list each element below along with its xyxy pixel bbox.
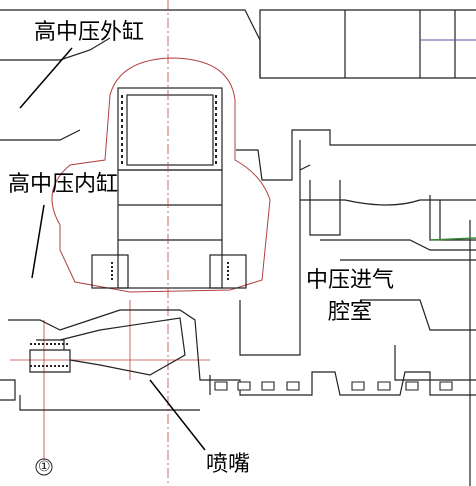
label-hp-ip-outer-casing: 高中压外缸: [34, 19, 145, 44]
nozzle-chamber: [0, 309, 476, 411]
section-mark-circle: [35, 458, 53, 476]
upper-structure: [0, 9, 476, 141]
label-nozzle: 喷嘴: [206, 451, 251, 476]
label-ip-inlet-chamber-line1: 中压进气: [306, 267, 395, 292]
label-ip-inlet-chamber-line2: 腔室: [328, 299, 373, 324]
nozzle-hatching: [30, 343, 70, 367]
centerlines: [10, 0, 210, 486]
inner-casing-stack: [91, 87, 247, 289]
nozzle-blades: [214, 381, 453, 391]
bolt-hatching: [111, 95, 229, 282]
label-section-mark: ①: [38, 458, 51, 474]
right-casing-body: [236, 129, 476, 486]
outer-casing-boundary: [51, 57, 271, 293]
green-detail: [429, 237, 476, 241]
label-hp-ip-inner-casing: 高中压内缸: [8, 171, 119, 196]
leader-lines: [19, 47, 206, 451]
